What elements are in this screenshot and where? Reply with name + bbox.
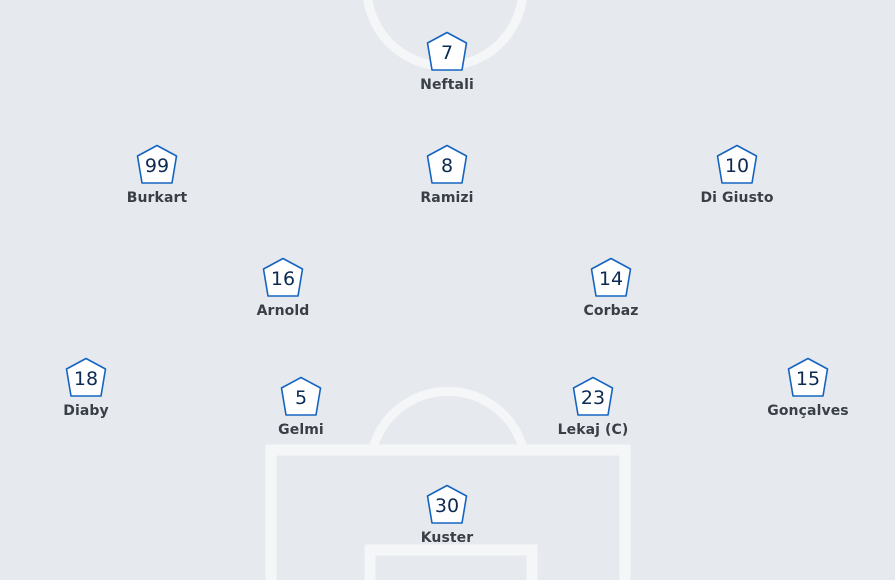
shirt-shape-icon bbox=[572, 376, 614, 416]
shirt-badge: 23 bbox=[570, 375, 616, 421]
penalty-arc bbox=[368, 386, 528, 450]
goal-box bbox=[364, 544, 538, 580]
shirt-shape-icon bbox=[787, 357, 829, 397]
shirt-badge: 18 bbox=[63, 356, 109, 402]
shirt-number: 18 bbox=[73, 368, 99, 390]
player-di-giusto[interactable]: 10 Di Giusto bbox=[667, 143, 807, 206]
shirt-shape-icon bbox=[590, 257, 632, 297]
player-name: Gelmi bbox=[278, 422, 324, 438]
player-lekaj[interactable]: 23 Lekaj (C) bbox=[523, 375, 663, 438]
player-ramizi[interactable]: 8 Ramizi bbox=[377, 143, 517, 206]
penalty-box bbox=[265, 444, 631, 580]
shirt-shape-icon bbox=[65, 357, 107, 397]
player-diaby[interactable]: 18 Diaby bbox=[16, 356, 156, 419]
shirt-shape-icon bbox=[136, 144, 178, 184]
shirt-shape-icon bbox=[426, 144, 468, 184]
player-name: Ramizi bbox=[420, 190, 474, 206]
shirt-badge: 30 bbox=[424, 483, 470, 529]
player-arnold[interactable]: 16 Arnold bbox=[213, 256, 353, 319]
shirt-shape-icon bbox=[426, 31, 468, 71]
player-name: Arnold bbox=[256, 303, 310, 319]
shirt-badge: 99 bbox=[134, 143, 180, 189]
shirt-badge: 16 bbox=[260, 256, 306, 302]
shirt-number: 8 bbox=[440, 155, 454, 177]
player-name: Kuster bbox=[420, 530, 474, 546]
shirt-number: 5 bbox=[294, 387, 308, 409]
shirt-number: 14 bbox=[598, 268, 624, 290]
shirt-badge: 8 bbox=[424, 143, 470, 189]
shirt-number: 16 bbox=[270, 268, 296, 290]
player-corbaz[interactable]: 14 Corbaz bbox=[541, 256, 681, 319]
shirt-badge: 5 bbox=[278, 375, 324, 421]
shirt-number: 23 bbox=[580, 387, 606, 409]
shirt-number: 10 bbox=[724, 155, 750, 177]
shirt-number: 99 bbox=[144, 155, 170, 177]
player-name: Burkart bbox=[126, 190, 188, 206]
player-neftali[interactable]: 7 Neftali bbox=[377, 30, 517, 93]
player-name: Diaby bbox=[63, 403, 109, 419]
shirt-badge: 15 bbox=[785, 356, 831, 402]
player-kuster[interactable]: 30 Kuster bbox=[377, 483, 517, 546]
player-goncalves[interactable]: 15 Gonçalves bbox=[738, 356, 878, 419]
shirt-badge: 7 bbox=[424, 30, 470, 76]
shirt-badge: 10 bbox=[714, 143, 760, 189]
player-name: Corbaz bbox=[583, 303, 639, 319]
shirt-number: 15 bbox=[795, 368, 821, 390]
shirt-shape-icon bbox=[426, 484, 468, 524]
player-name: Lekaj (C) bbox=[557, 422, 629, 438]
shirt-number: 7 bbox=[440, 42, 454, 64]
shirt-shape-icon bbox=[716, 144, 758, 184]
shirt-badge: 14 bbox=[588, 256, 634, 302]
player-name: Di Giusto bbox=[700, 190, 774, 206]
player-gelmi[interactable]: 5 Gelmi bbox=[231, 375, 371, 438]
player-name: Neftali bbox=[420, 77, 474, 93]
shirt-shape-icon bbox=[262, 257, 304, 297]
shirt-shape-icon bbox=[280, 376, 322, 416]
player-name: Gonçalves bbox=[767, 403, 849, 419]
player-burkart[interactable]: 99 Burkart bbox=[87, 143, 227, 206]
shirt-number: 30 bbox=[434, 495, 460, 517]
